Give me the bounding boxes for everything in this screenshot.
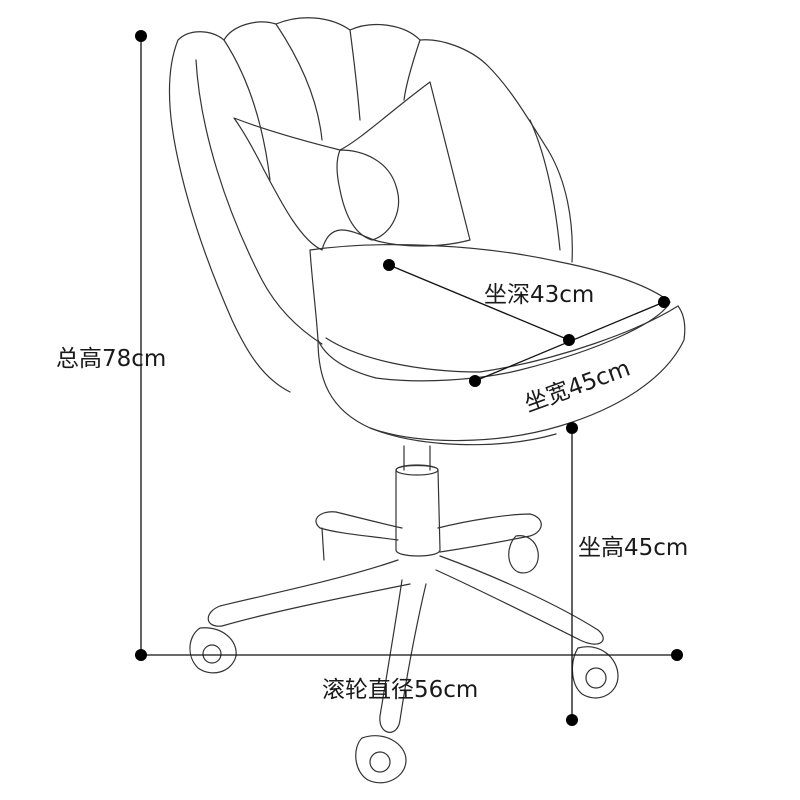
backrest-inner-right [529, 119, 561, 251]
seat-depth-front-dot [563, 334, 575, 346]
seat-piping [325, 305, 679, 373]
base-arm-front [379, 579, 427, 733]
caster-back-left [321, 527, 325, 561]
backrest-left-side [168, 39, 291, 393]
total-height-top-dot [135, 30, 147, 42]
base-arm-right-back [437, 513, 542, 553]
total-height-bottom-dot [135, 649, 147, 661]
dimension-endpoints [135, 30, 683, 726]
seat-height-top-dot [566, 422, 578, 434]
seat-height-bottom-dot [566, 714, 578, 726]
chair-illustration [168, 17, 686, 784]
pillow-knot [336, 149, 400, 241]
seat-depth-line [388, 264, 570, 341]
seat-depth-label: 坐深43cm [484, 282, 594, 308]
caster-left [189, 627, 237, 674]
backrest-seam-2 [275, 23, 323, 141]
back-pillow [233, 81, 471, 251]
backrest-seam-1 [223, 39, 271, 181]
gas-lift-top [395, 464, 439, 476]
seat-bottom [369, 427, 557, 446]
backrest-seam-4 [403, 39, 421, 101]
gas-lift-cover [395, 464, 441, 557]
seat-front-side [317, 305, 686, 442]
dimension-labels: 总高78cm 坐深43cm 坐宽45cm 坐高45cm 滚轮直径56cm [56, 282, 688, 703]
caster-back-right [508, 535, 539, 574]
total-height-label: 总高78cm [56, 346, 166, 372]
seat-depth-back-dot [383, 259, 395, 271]
base-arm-right-front [435, 555, 604, 645]
backrest-inner-left [195, 59, 323, 345]
base-arm-left-front [207, 559, 411, 627]
seat-width-left-dot [469, 375, 481, 387]
seat-height-label: 坐高45cm [578, 535, 688, 561]
wheel-diameter-right-dot [671, 649, 683, 661]
backrest-seam-3 [349, 29, 361, 121]
wheel-diameter-label: 滚轮直径56cm [322, 677, 478, 703]
base-arm-left-back [315, 511, 403, 541]
seat-width-right-dot [658, 296, 670, 308]
caster-front [355, 735, 407, 784]
seat-top [309, 244, 671, 382]
backrest-outline [177, 17, 573, 263]
